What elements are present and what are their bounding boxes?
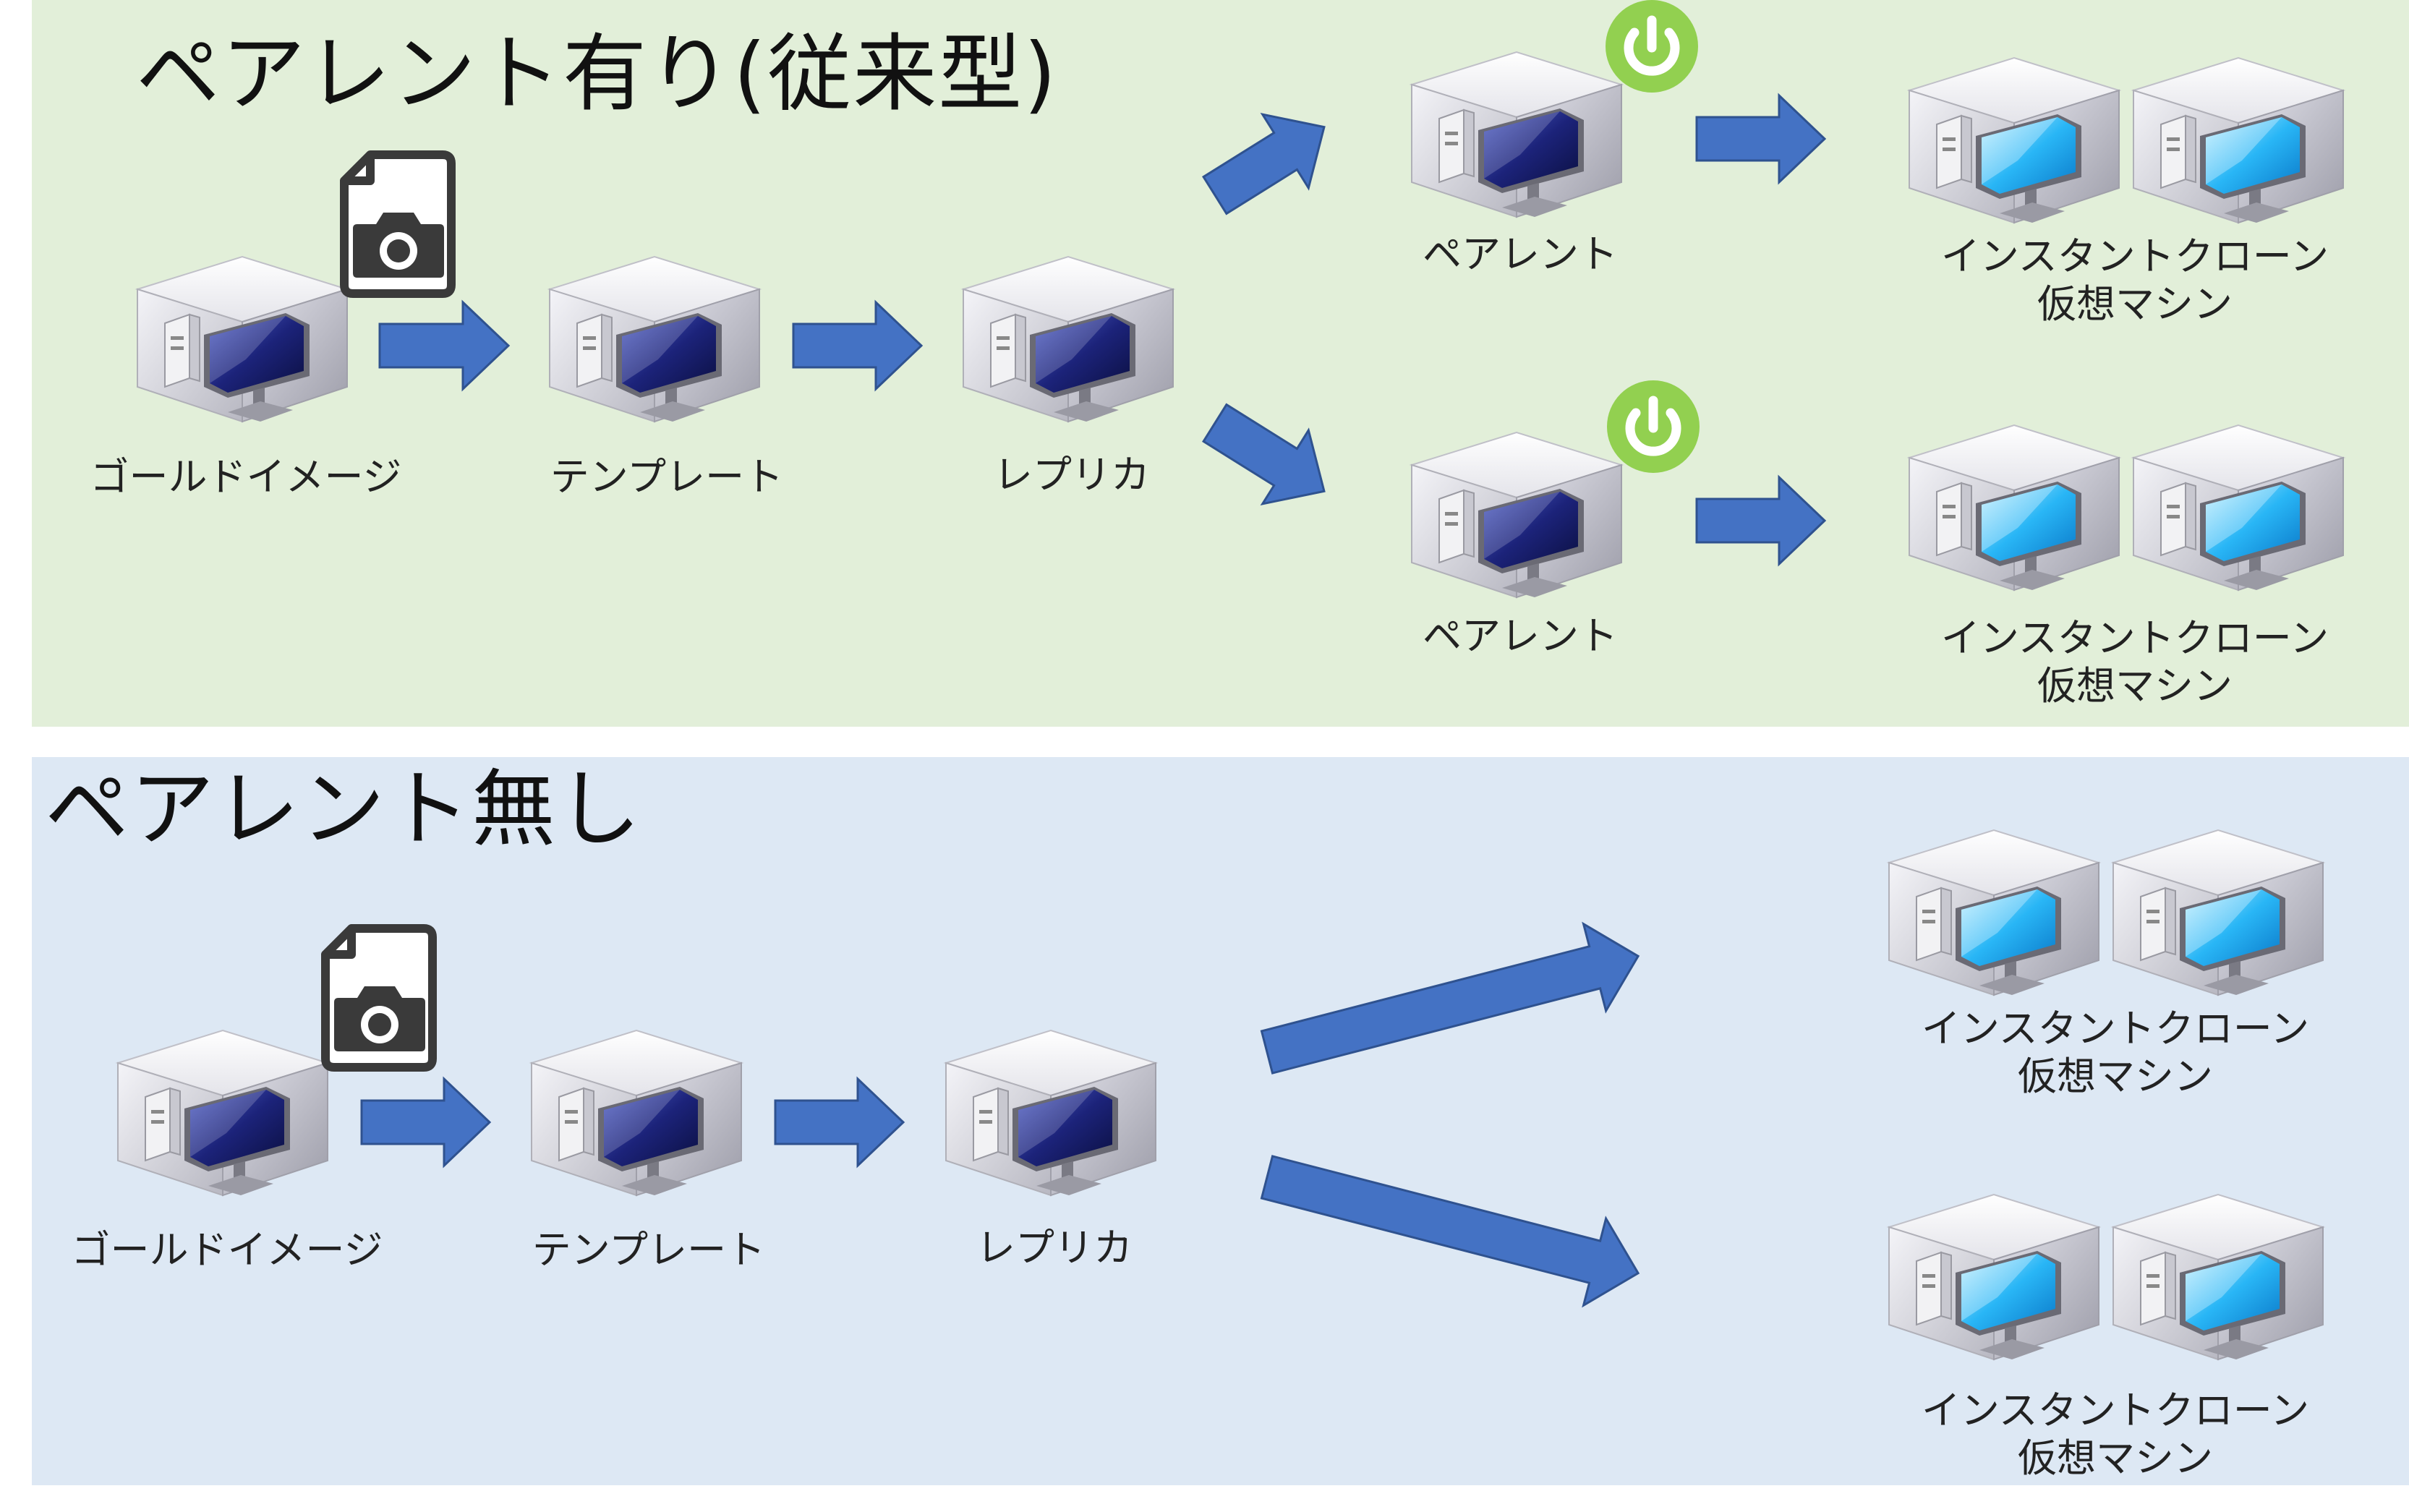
template-label: テンプレート: [532, 1227, 766, 1273]
arrow-right: [1202, 113, 1326, 215]
arrow-right: [792, 299, 924, 392]
arrow-right: [1260, 1155, 1640, 1308]
panel-title-with-parent: ペアレント有り(従来型): [136, 25, 1058, 123]
instant-clone-label: インスタントクローン仮想マシン: [1921, 1006, 2310, 1099]
replica-label: レプリカ: [994, 452, 1150, 497]
template-label: テンプレート: [550, 454, 784, 500]
instant-clone-label: インスタントクローン仮想マシン: [1921, 1388, 2310, 1481]
instant-clone-label: インスタントクローン仮想マシン: [1940, 234, 2329, 327]
arrow-right: [360, 1076, 492, 1169]
gold-image-label: ゴールドイメージ: [90, 454, 402, 500]
gold-image-label: ゴールドイメージ: [71, 1227, 383, 1273]
instant-clone-label: インスタントクローン仮想マシン: [1940, 615, 2329, 709]
parent-label: ペアレント: [1423, 613, 1618, 659]
arrow-right: [1695, 93, 1827, 185]
arrow-right: [378, 299, 511, 392]
parent-label: ペアレント: [1423, 231, 1618, 277]
arrow-right: [774, 1076, 905, 1169]
replica-label: レプリカ: [976, 1225, 1133, 1270]
arrow-right: [1260, 921, 1640, 1075]
arrow-right: [1695, 474, 1827, 567]
panel-title-without-parent: ペアレント無し: [45, 761, 642, 858]
arrow-right: [1202, 403, 1326, 505]
